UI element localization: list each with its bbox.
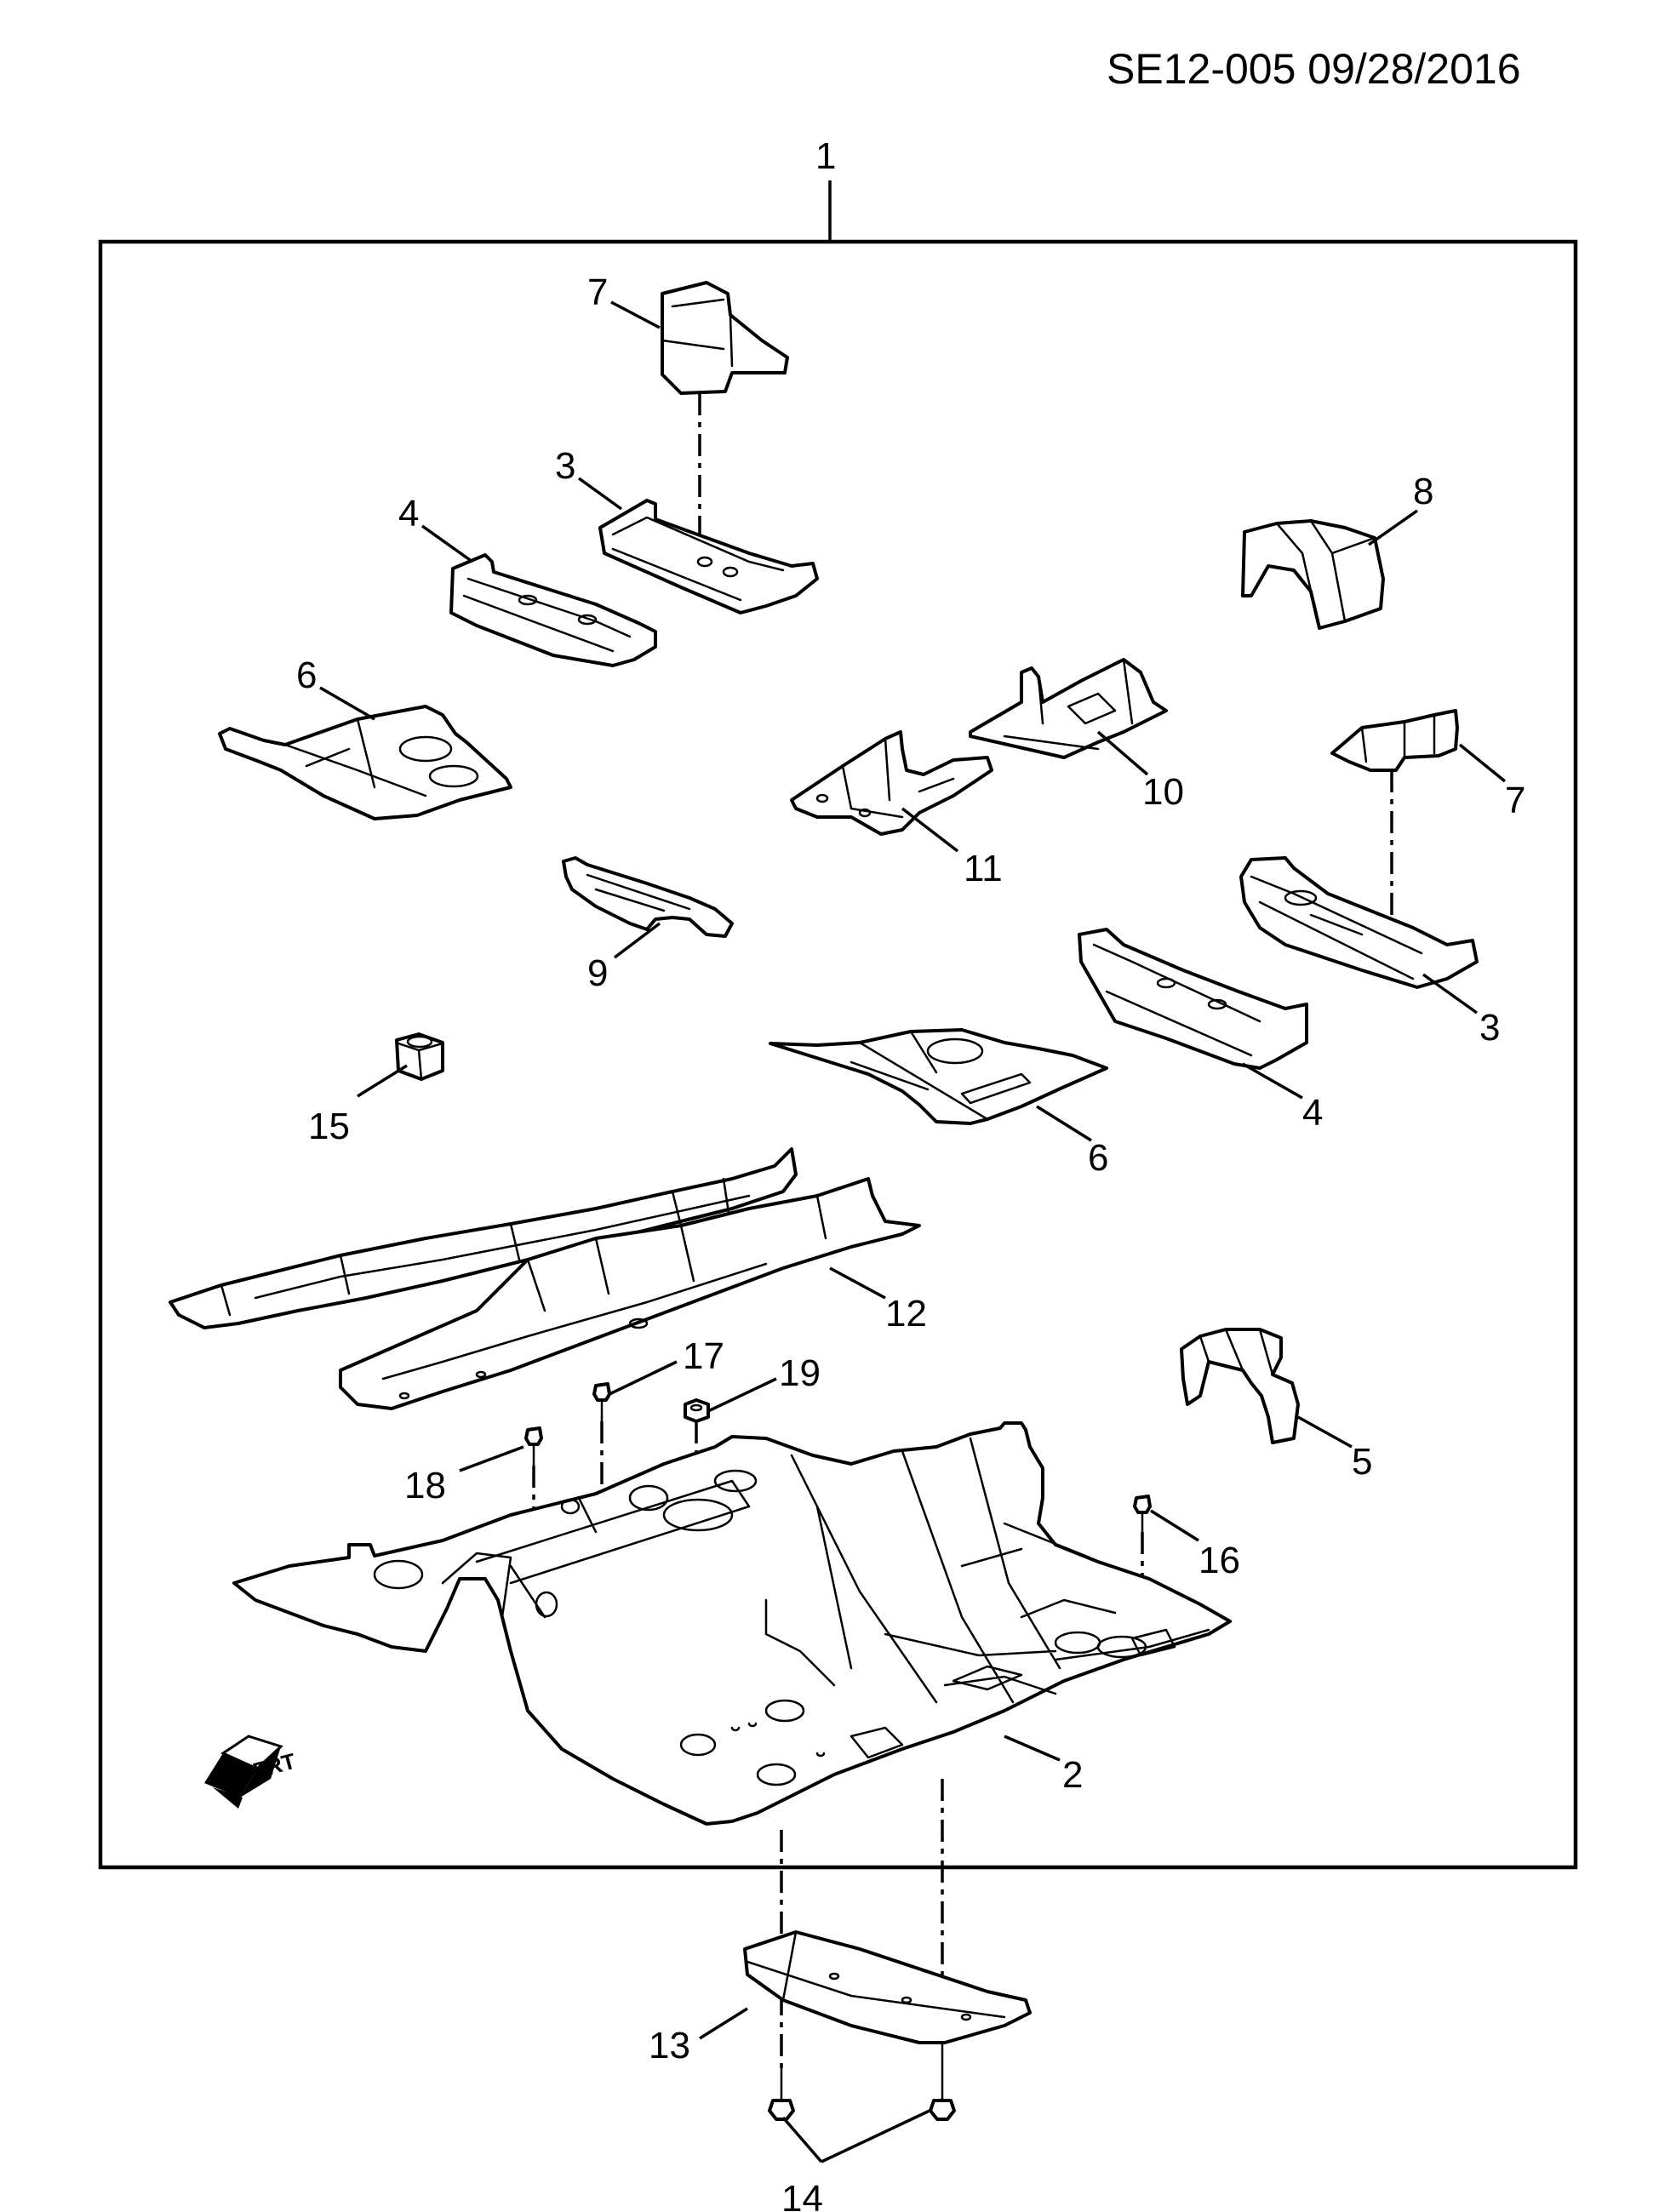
diagram-code: SE12-005 09/28/2016 — [1107, 45, 1521, 93]
callout-4-top: 4 — [398, 493, 419, 534]
part-6-upper — [218, 705, 512, 820]
part-5 — [1180, 1328, 1300, 1444]
callout-6-top: 6 — [296, 654, 317, 696]
part-19-nut — [684, 1398, 710, 1423]
callout-3-top: 3 — [555, 445, 575, 487]
part-7-upper — [661, 281, 789, 395]
part-12-rail-b — [339, 1177, 921, 1410]
callout-7-right: 7 — [1505, 780, 1525, 821]
part-17-bolt — [592, 1382, 611, 1423]
front-direction-badge: FRT — [204, 1735, 298, 1809]
part-7-lower — [1330, 709, 1459, 772]
part-13-bracket — [743, 1930, 1032, 2044]
callout-4-right: 4 — [1302, 1092, 1323, 1134]
callout-10: 10 — [1142, 771, 1184, 813]
part-15-nut — [395, 1032, 444, 1081]
part-8 — [1241, 519, 1385, 630]
part-14-bolt-right — [929, 2041, 956, 2121]
part-12-rail-a — [169, 1147, 798, 1329]
part-16-bolt — [1133, 1495, 1152, 1534]
callout-13: 13 — [649, 2025, 690, 2066]
assembly-frame — [98, 239, 1578, 1870]
callout-16: 16 — [1198, 1540, 1240, 1581]
part-14-bolt-left — [768, 2066, 795, 2121]
callout-5: 5 — [1352, 1441, 1372, 1483]
callout-9: 9 — [587, 952, 608, 994]
callout-17: 17 — [683, 1335, 724, 1377]
callout-18: 18 — [404, 1465, 446, 1506]
callout-8: 8 — [1413, 471, 1433, 512]
callout-19: 19 — [779, 1352, 821, 1394]
part-11 — [790, 730, 993, 836]
part-3-lower — [1239, 856, 1479, 989]
part-2-floor-panel — [232, 1421, 1232, 1826]
part-9 — [562, 856, 734, 938]
callout-15: 15 — [308, 1106, 350, 1147]
part-4-lower — [1078, 928, 1308, 1070]
part-3-upper — [598, 499, 819, 614]
callout-6-right: 6 — [1088, 1137, 1108, 1179]
callout-1: 1 — [815, 135, 836, 177]
callout-14: 14 — [781, 2178, 823, 2212]
part-10 — [969, 658, 1168, 759]
callout-12: 12 — [885, 1293, 927, 1335]
part-4-upper — [449, 553, 657, 667]
part-6-lower — [769, 1028, 1108, 1125]
callout-7-top: 7 — [587, 271, 608, 313]
callout-2: 2 — [1062, 1754, 1083, 1796]
part-18-bolt — [524, 1426, 543, 1467]
callout-11: 11 — [964, 848, 1003, 889]
callout-3-right: 3 — [1479, 1007, 1500, 1049]
